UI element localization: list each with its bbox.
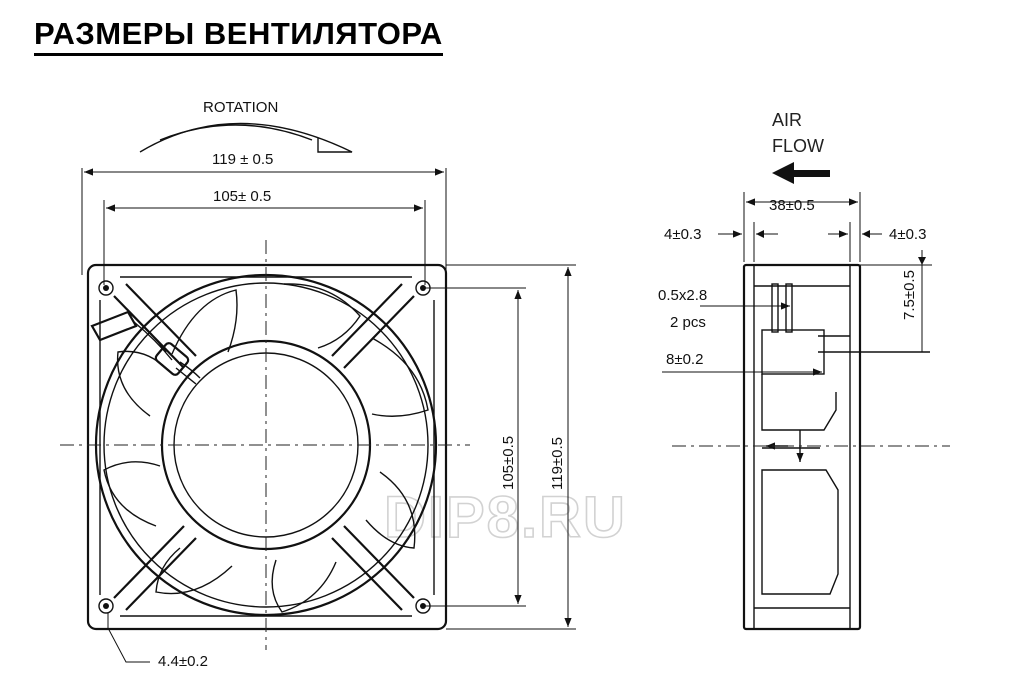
terminal-offset-label: 8±0.2: [666, 351, 703, 368]
terminal-count-label: 2 pcs: [670, 314, 706, 331]
rotation-arrow: [139, 122, 353, 153]
flange-left-label: 4±0.3: [664, 226, 701, 243]
airflow-arrow: [772, 162, 830, 184]
wire-connector: [90, 310, 201, 385]
hole-spacing-width-label: 105± 0.5: [213, 188, 271, 205]
side-frame: [742, 263, 862, 631]
overall-height-label: 119±0.5: [549, 437, 566, 490]
mounting-holes: [98, 280, 431, 614]
airflow-label-flow: FLOW: [772, 136, 824, 156]
hole-diameter-leader: [107, 612, 150, 663]
rotation-label: ROTATION: [203, 99, 278, 116]
side-view: AIR FLOW 38±0.5 4±0.3 4±0.3: [658, 110, 950, 631]
terminals: [761, 283, 930, 375]
fan-blades: [103, 283, 429, 613]
page-title: РАЗМЕРЫ ВЕНТИЛЯТОРА: [34, 16, 443, 56]
hole-spacing-height-label: 105±0.5: [500, 436, 517, 490]
terminal-height-label: 7.5±0.5: [901, 270, 918, 320]
airflow-label-air: AIR: [772, 110, 802, 130]
overall-width-label: 119 ± 0.5: [212, 151, 273, 168]
flange-right-label: 4±0.3: [889, 226, 926, 243]
fan-frame: [86, 263, 448, 631]
front-view: ROTATION 119 ± 0.5 105± 0.5: [60, 99, 576, 670]
watermark: DIP8.RU: [384, 485, 627, 550]
side-blade-profile: [761, 374, 839, 595]
frame-spokes: [113, 283, 415, 611]
hole-diameter-label: 4.4±0.2: [158, 653, 208, 670]
terminal-size-label: 0.5x2.8: [658, 287, 707, 304]
depth-label: 38±0.5: [769, 197, 815, 214]
